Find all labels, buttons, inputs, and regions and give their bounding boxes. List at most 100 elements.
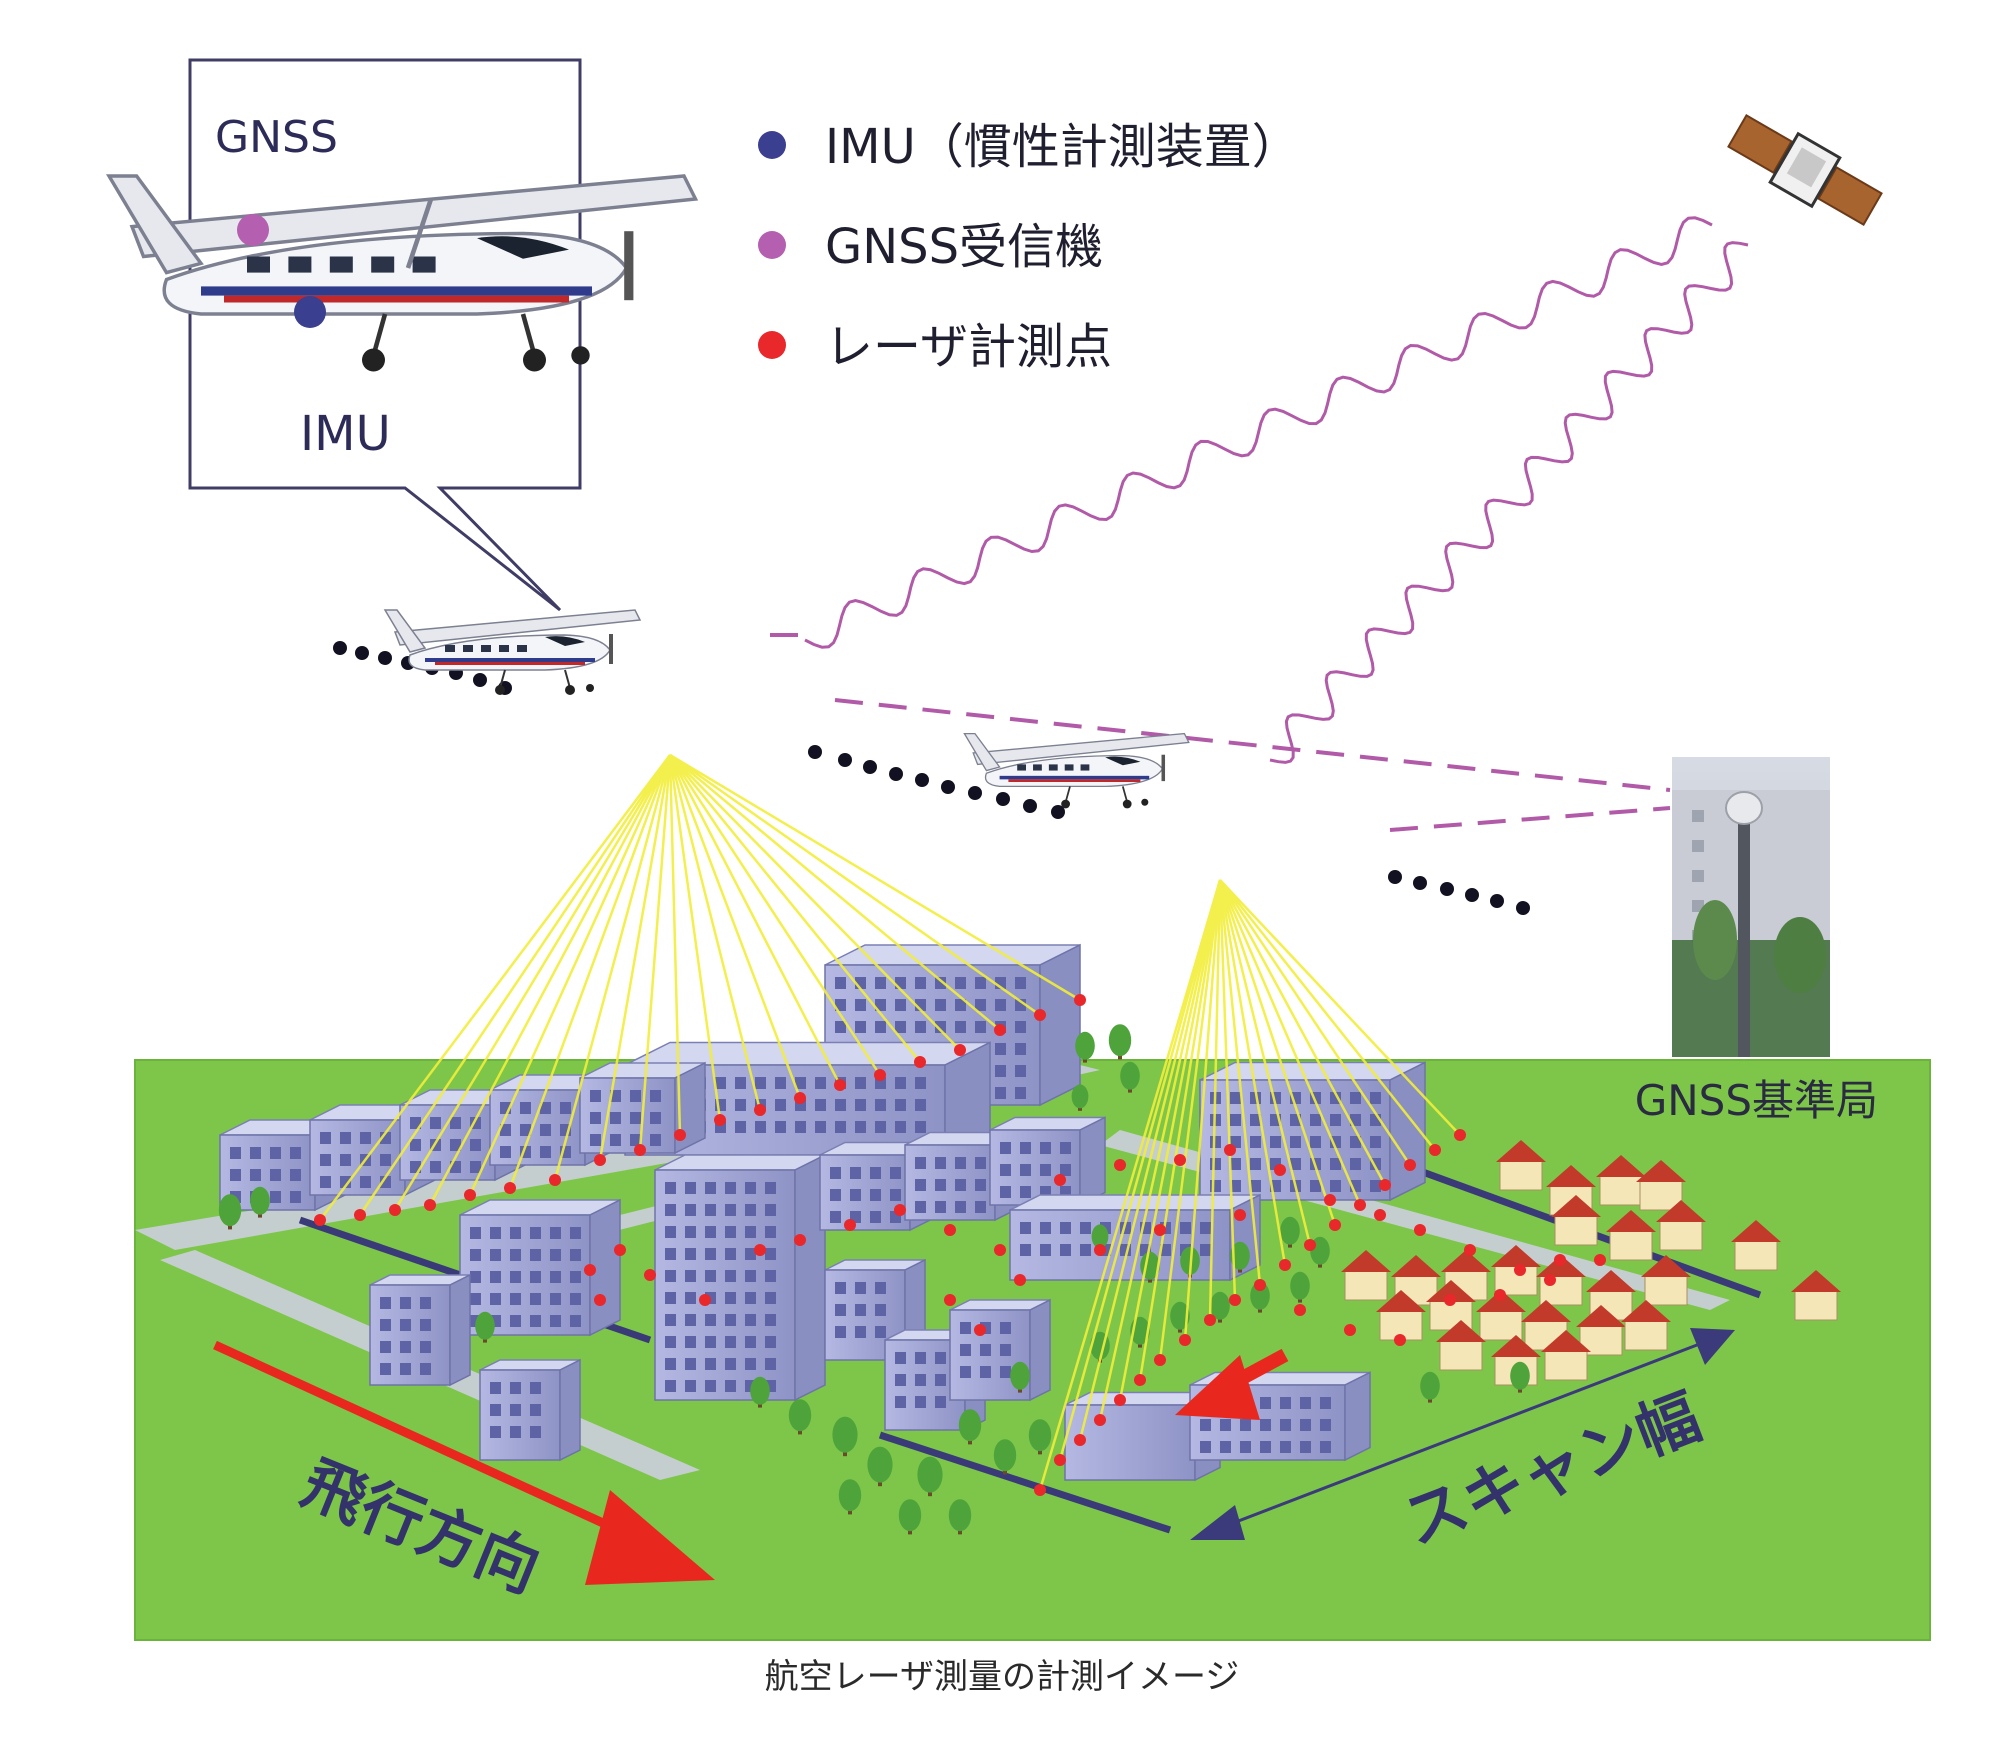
building-window — [1040, 1164, 1051, 1176]
building-window — [1320, 1397, 1331, 1409]
house-roof — [1656, 1200, 1706, 1222]
building-window — [510, 1382, 521, 1394]
building-window — [855, 1121, 866, 1133]
laser-beam — [553, 754, 672, 1181]
building-window — [685, 1292, 696, 1304]
building-window — [590, 1112, 601, 1124]
building-window — [735, 1099, 746, 1111]
building-window — [745, 1270, 756, 1282]
laser-beam — [1158, 879, 1222, 1361]
building-window — [855, 1021, 866, 1033]
laser-beam — [668, 754, 722, 1121]
building-roof — [1009, 1194, 1261, 1211]
laser-beam — [1218, 879, 1412, 1166]
laser-point — [1179, 1334, 1191, 1346]
airplane-1 — [383, 609, 642, 695]
laser-beam — [319, 754, 671, 1221]
flight-path-dot — [838, 753, 852, 767]
building-window — [590, 1090, 601, 1102]
tree — [948, 1499, 972, 1535]
building-window — [340, 1176, 351, 1188]
building-window — [530, 1426, 541, 1438]
laser-point — [1429, 1144, 1441, 1156]
building-window — [765, 1204, 776, 1216]
house-roof — [1596, 1155, 1646, 1177]
building-window — [665, 1336, 676, 1348]
building-window — [570, 1227, 581, 1239]
building-window — [540, 1124, 551, 1136]
laser-beam — [668, 754, 802, 1099]
laser-beam — [1218, 879, 1362, 1206]
building-window — [665, 1182, 676, 1194]
building-window — [875, 977, 886, 989]
tree — [218, 1194, 242, 1230]
building-window — [1140, 1244, 1151, 1256]
laser-point — [1054, 1174, 1066, 1186]
building-window — [380, 1132, 391, 1144]
building-window — [975, 1179, 986, 1191]
flight-path-dot — [1490, 894, 1504, 908]
building-window — [1060, 1164, 1071, 1176]
tree-crown — [1120, 1061, 1140, 1090]
laser-point — [1074, 1434, 1086, 1446]
tree — [1510, 1361, 1530, 1393]
figure-caption: 航空レーザ測量の計測イメージ — [765, 1657, 1240, 1697]
building-window — [895, 1374, 906, 1386]
building-window — [915, 1099, 926, 1111]
laser-point — [1234, 1209, 1246, 1221]
laser-beam — [1078, 879, 1222, 1441]
building-window — [360, 1176, 371, 1188]
laser-point — [874, 1069, 886, 1081]
building-window — [745, 1380, 756, 1392]
building-window — [955, 999, 966, 1011]
building-window — [230, 1169, 241, 1181]
building-window — [1080, 1222, 1091, 1234]
laser-beam — [1218, 879, 1287, 1266]
building-window — [1120, 1222, 1131, 1234]
building-window — [560, 1124, 571, 1136]
building-window — [685, 1204, 696, 1216]
house-roof — [1791, 1270, 1841, 1292]
tree-crown — [1170, 1301, 1190, 1330]
building-window — [380, 1176, 391, 1188]
building-roof — [1199, 1061, 1426, 1081]
flight-path-dot — [808, 745, 822, 759]
building-window — [1320, 1441, 1331, 1453]
building-window — [1330, 1092, 1341, 1104]
building-window — [975, 1021, 986, 1033]
house-roof — [1391, 1255, 1441, 1277]
tree — [917, 1456, 943, 1497]
building-window — [935, 1157, 946, 1169]
plane-wheel — [586, 684, 594, 692]
building-window — [935, 1021, 946, 1033]
legend-imu-dot — [758, 131, 786, 159]
building-window — [430, 1117, 441, 1129]
tree — [788, 1399, 812, 1435]
legend-laser-label: レーザ計測点 — [825, 319, 1112, 375]
building-window — [1015, 1043, 1026, 1055]
building-window — [470, 1117, 481, 1129]
building-window — [1330, 1136, 1341, 1148]
building-window — [915, 999, 926, 1011]
building-window — [1290, 1092, 1301, 1104]
laser-point — [1414, 1224, 1426, 1236]
building-window — [510, 1227, 521, 1239]
tree — [1210, 1291, 1230, 1323]
building-window — [665, 1226, 676, 1238]
building-window — [855, 1304, 866, 1316]
laser-point — [1094, 1414, 1106, 1426]
tree-crown — [838, 1479, 862, 1512]
laser-beam — [1098, 879, 1222, 1421]
building-window — [1310, 1136, 1321, 1148]
building-window — [835, 977, 846, 989]
tree — [1420, 1371, 1440, 1403]
building-window — [705, 1226, 716, 1238]
house-roof — [1606, 1210, 1656, 1232]
plane-window — [445, 645, 455, 652]
building-window — [650, 1134, 661, 1146]
house-roof — [1476, 1290, 1526, 1312]
building-window — [875, 1077, 886, 1089]
building-window — [755, 1121, 766, 1133]
building-window — [850, 1189, 861, 1201]
building-window — [410, 1139, 421, 1151]
